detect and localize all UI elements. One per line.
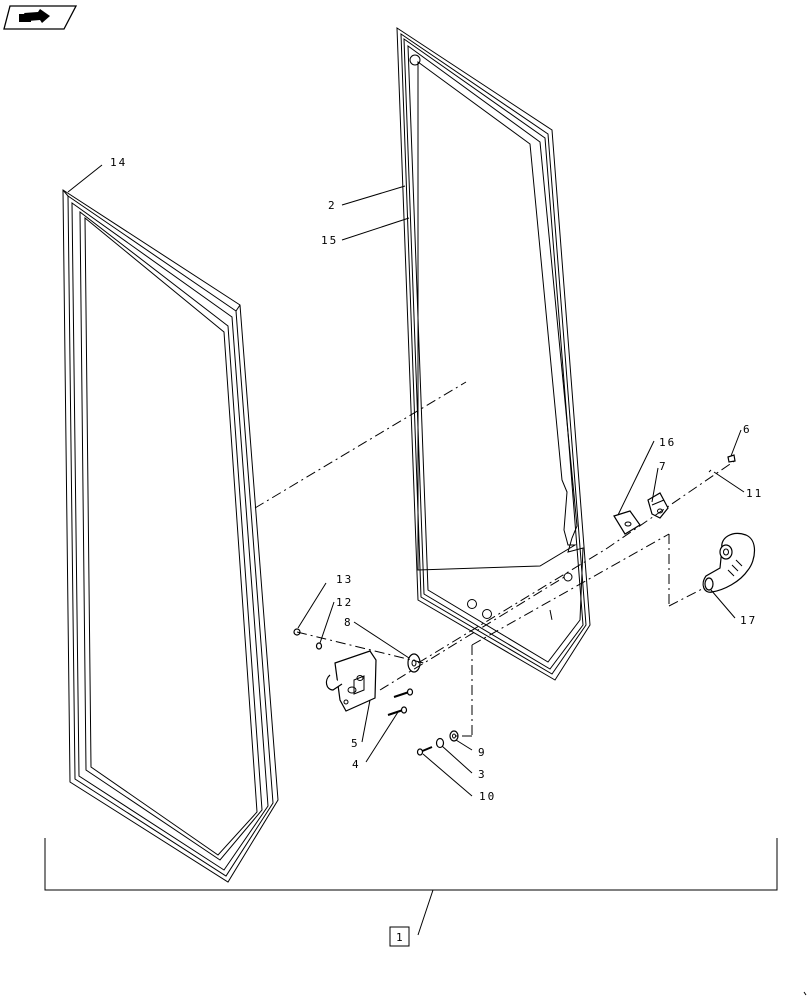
plate-16[interactable] [613,510,641,535]
washer-9[interactable] [449,730,459,742]
latch-5[interactable] [325,650,377,712]
screws-4[interactable] [387,688,414,716]
callout-6: 6 [743,423,752,436]
callout-14: 14 [110,156,127,169]
callout-labels: 14 2 15 16 7 6 11 17 13 12 8 5 4 9 3 10 [110,156,763,803]
callout-13: 13 [336,573,353,586]
callout-10: 10 [479,790,496,803]
callout-4: 4 [352,758,361,771]
callout-1: 1 [396,931,403,944]
callout-17: 17 [740,614,757,627]
centerlines [254,381,737,737]
leader-lines [67,164,745,797]
gasket-frame-14[interactable] [62,189,279,883]
callout-9: 9 [478,746,487,759]
washer-3[interactable] [435,737,445,749]
handle-17[interactable] [702,532,756,593]
callout-12: 12 [336,596,353,609]
corner-mark [803,991,807,996]
callout-7: 7 [659,460,668,473]
callout-5: 5 [351,737,360,750]
callout-15: 15 [321,234,338,247]
washer-12[interactable] [315,642,323,650]
exploded-view-arrow-icon[interactable] [3,5,78,30]
screw-6[interactable] [708,454,736,473]
callout-8: 8 [344,616,353,629]
callout-16: 16 [659,436,676,449]
callout-2: 2 [328,199,337,212]
bracket-7[interactable] [647,492,669,519]
glass-panel-2[interactable] [396,27,591,681]
screw-10[interactable] [416,746,433,756]
callout-1-box[interactable]: 1 [389,926,410,947]
callout-11: 11 [746,487,763,500]
callout-3: 3 [478,768,487,781]
assembly-bracket [44,838,778,936]
